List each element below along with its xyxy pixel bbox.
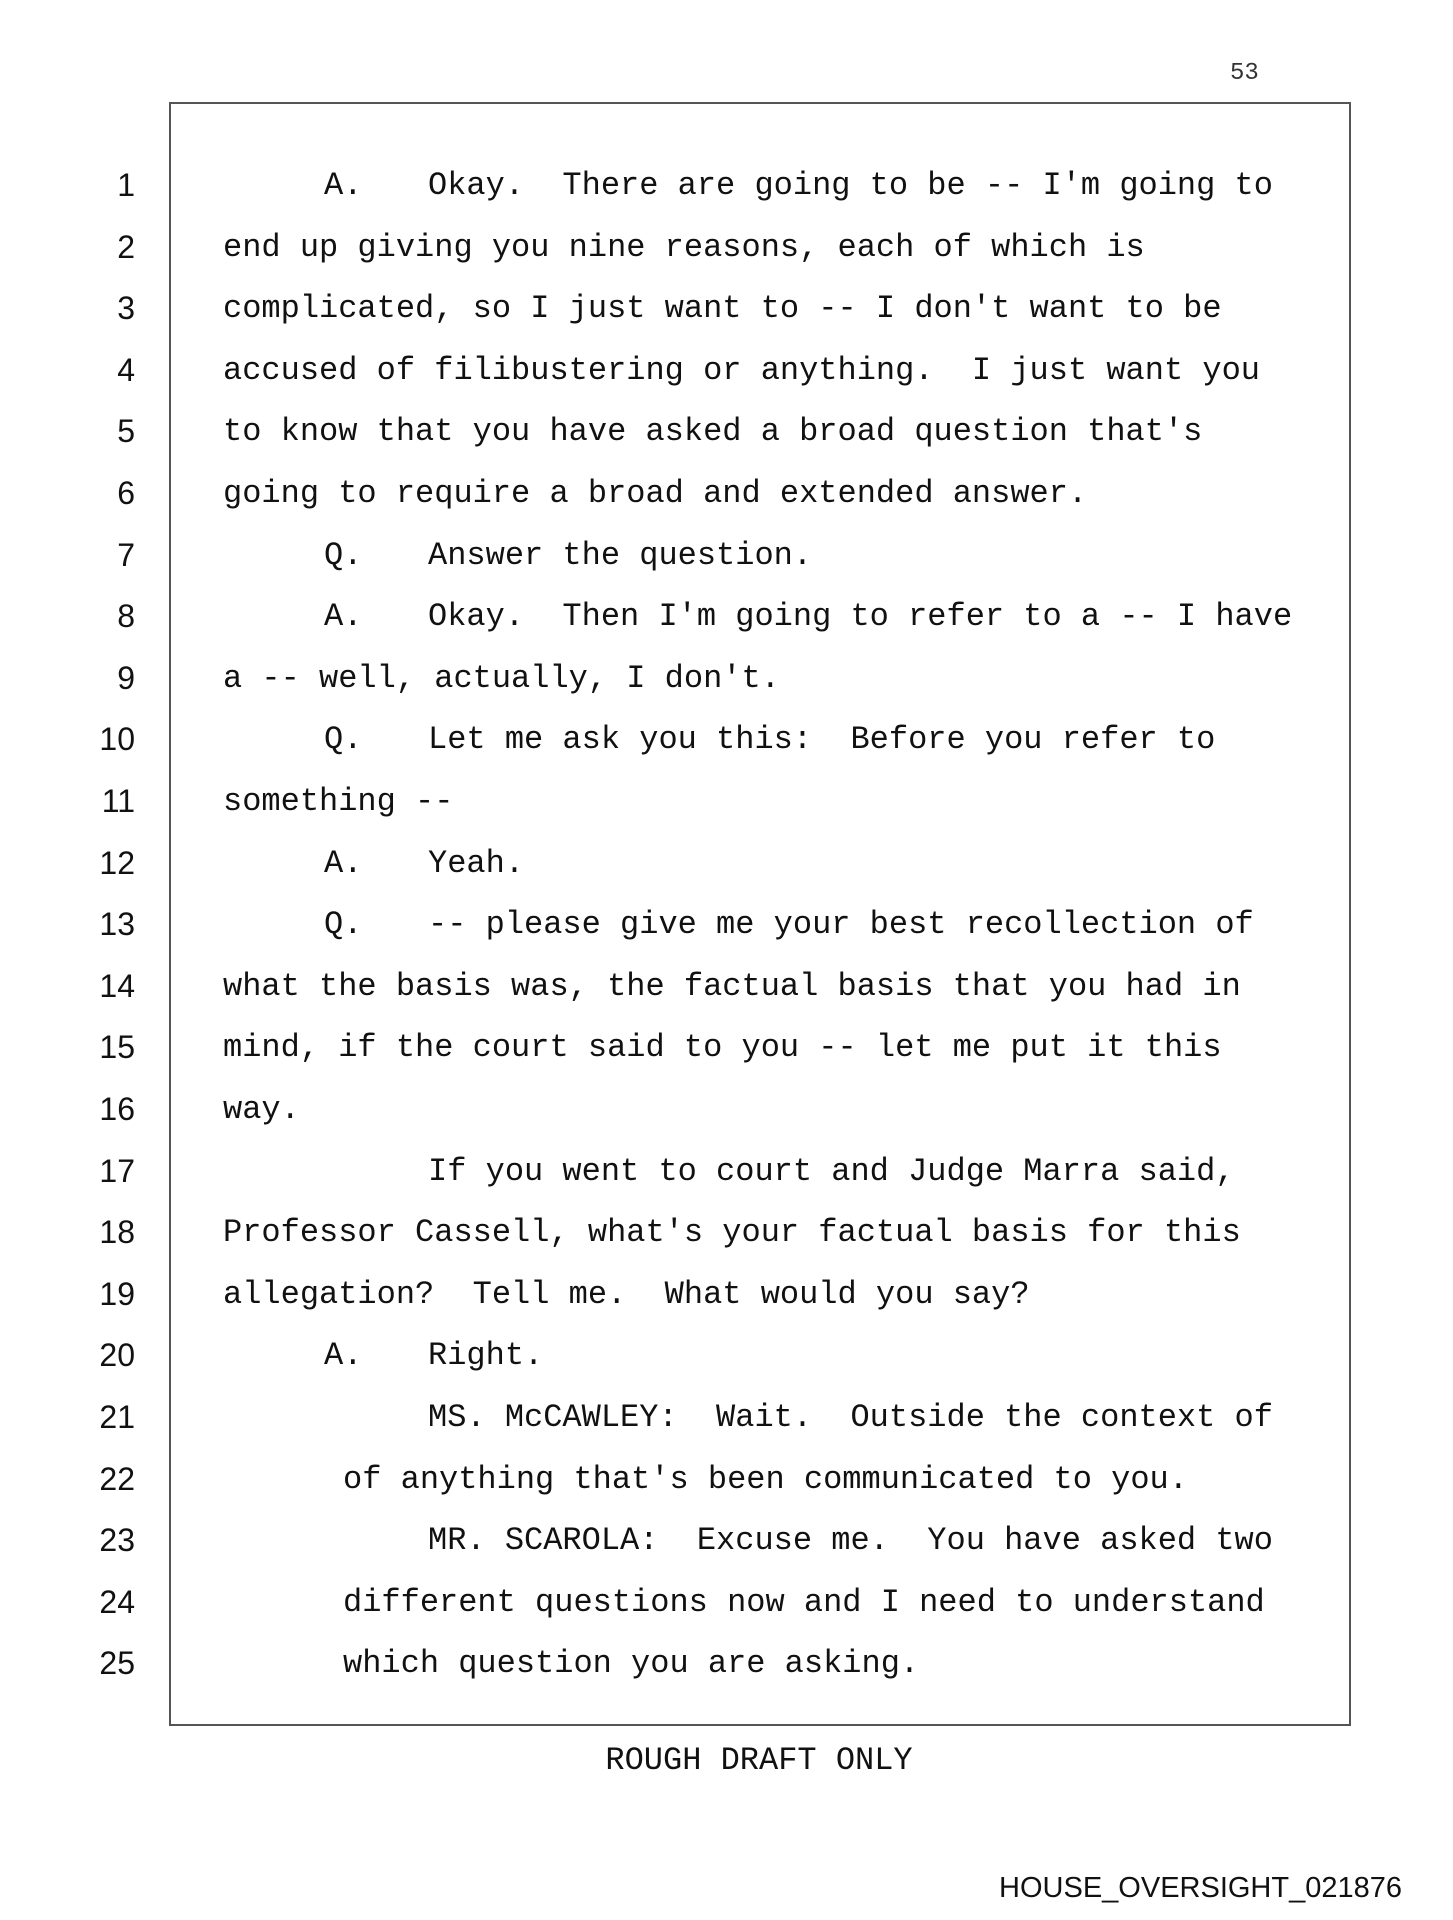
transcript-line: 11 something --	[0, 771, 1453, 833]
draft-footer: ROUGH DRAFT ONLY	[605, 1742, 913, 1779]
speaker-label: Q.	[324, 536, 363, 574]
line-number: 20	[99, 1337, 135, 1374]
line-text: going to require a broad and extended an…	[223, 475, 1088, 512]
transcript-line: 6 going to require a broad and extended a…	[0, 463, 1453, 525]
line-number: 19	[99, 1275, 135, 1312]
line-number: 11	[101, 783, 135, 819]
line-text: MS. McCAWLEY: Wait. Outside the context …	[428, 1399, 1273, 1436]
line-number: 17	[99, 1152, 135, 1189]
line-text: what the basis was, the factual basis th…	[223, 967, 1241, 1005]
transcript-line: 24 different questions now and I need to …	[0, 1572, 1453, 1634]
transcript-line: 22 of anything that's been communicated t…	[0, 1449, 1453, 1511]
transcript-line: 7 Q. Answer the question.	[0, 525, 1453, 587]
page-number: 53	[1230, 60, 1259, 87]
line-number: 18	[99, 1214, 135, 1251]
line-number: 10	[99, 721, 135, 758]
line-number: 22	[99, 1460, 135, 1497]
speaker-label: Q.	[324, 721, 363, 759]
line-text: Let me ask you this: Before you refer to	[428, 721, 1216, 759]
line-text: Yeah.	[428, 844, 525, 882]
line-text: accused of filibustering or anything. I …	[223, 351, 1260, 389]
line-number: 24	[99, 1583, 135, 1620]
transcript-line: 25 which question you are asking.	[0, 1633, 1453, 1695]
transcript-line: 12 A. Yeah.	[0, 833, 1453, 895]
line-number: 7	[117, 536, 135, 573]
transcript-line: 14 what the basis was, the factual basis …	[0, 956, 1453, 1018]
line-text: allegation? Tell me. What would you say?	[223, 1275, 1030, 1313]
line-number: 5	[117, 413, 135, 450]
line-text: different questions now and I need to un…	[343, 1583, 1265, 1621]
line-text: complicated, so I just want to -- I don'…	[223, 290, 1222, 328]
line-number: 13	[99, 906, 135, 943]
transcript-line: 13 Q. -- please give me your best recollec…	[0, 894, 1453, 956]
line-text: which question you are asking.	[343, 1645, 920, 1683]
line-number: 15	[99, 1029, 135, 1066]
line-text: Okay. There are going to be -- I'm going…	[428, 167, 1273, 204]
line-number: 4	[117, 351, 135, 388]
transcript-line: 17 If you went to court and Judge Marra s…	[0, 1141, 1453, 1203]
line-text: Professor Cassell, what's your factual b…	[223, 1214, 1241, 1252]
line-number: 14	[99, 967, 135, 1004]
transcript-line: 16 way.	[0, 1079, 1453, 1141]
transcript-line: 1 A. Okay. There are going to be -- I'm go…	[0, 155, 1453, 217]
transcript-line: 15 mind, if the court said to you -- let …	[0, 1017, 1453, 1079]
line-text: Right.	[428, 1337, 544, 1375]
transcript-line: 5 to know that you have asked a broad que…	[0, 401, 1453, 463]
transcript-frame	[169, 102, 1351, 1726]
line-text: of anything that's been communicated to …	[343, 1460, 1188, 1498]
line-text: MR. SCAROLA: Excuse me. You have asked t…	[428, 1522, 1273, 1560]
transcript-line: 20 A. Right.	[0, 1325, 1453, 1387]
transcript-line: 9 a -- well, actually, I don't.	[0, 648, 1453, 710]
line-text: Okay. Then I'm going to refer to a -- I …	[428, 598, 1293, 636]
line-number: 23	[99, 1522, 135, 1559]
line-number: 16	[99, 1091, 135, 1127]
line-text: a -- well, actually, I don't.	[223, 659, 780, 697]
line-number: 25	[99, 1645, 135, 1682]
line-number: 12	[99, 844, 135, 881]
transcript-line: 19 allegation? Tell me. What would you sa…	[0, 1264, 1453, 1326]
speaker-label: A.	[324, 1337, 363, 1375]
bates-number: HOUSE_OVERSIGHT_021876	[999, 1872, 1402, 1904]
line-text: to know that you have asked a broad ques…	[223, 413, 1203, 451]
line-text: end up giving you nine reasons, each of …	[223, 228, 1145, 266]
line-number: 21	[99, 1399, 135, 1435]
line-text: way.	[223, 1091, 300, 1128]
speaker-label: Q.	[324, 906, 363, 944]
transcript-line: 4 accused of filibustering or anything. I…	[0, 340, 1453, 402]
line-text: something --	[223, 783, 454, 820]
line-number: 1	[117, 167, 135, 203]
speaker-label: A.	[324, 844, 363, 882]
line-text: -- please give me your best recollection…	[428, 906, 1254, 944]
line-text: Answer the question.	[428, 536, 813, 574]
transcript-line: 18 Professor Cassell, what's your factual…	[0, 1202, 1453, 1264]
speaker-label: A.	[324, 167, 363, 204]
line-text: mind, if the court said to you -- let me…	[223, 1029, 1222, 1067]
transcript-line: 23 MR. SCAROLA: Excuse me. You have asked…	[0, 1510, 1453, 1572]
transcript-line: 10 Q. Let me ask you this: Before you refe…	[0, 709, 1453, 771]
line-number: 9	[117, 659, 135, 696]
transcript-line: 2 end up giving you nine reasons, each of…	[0, 217, 1453, 279]
speaker-label: A.	[324, 598, 363, 636]
line-number: 6	[117, 475, 135, 511]
transcript-line: 21 MS. McCAWLEY: Wait. Outside the contex…	[0, 1387, 1453, 1449]
transcript-line: 8 A. Okay. Then I'm going to refer to a --…	[0, 586, 1453, 648]
line-number: 8	[117, 598, 135, 635]
transcript-line: 3 complicated, so I just want to -- I don…	[0, 278, 1453, 340]
line-number: 2	[117, 228, 135, 265]
line-text: If you went to court and Judge Marra sai…	[428, 1152, 1235, 1190]
line-number: 3	[117, 290, 135, 327]
